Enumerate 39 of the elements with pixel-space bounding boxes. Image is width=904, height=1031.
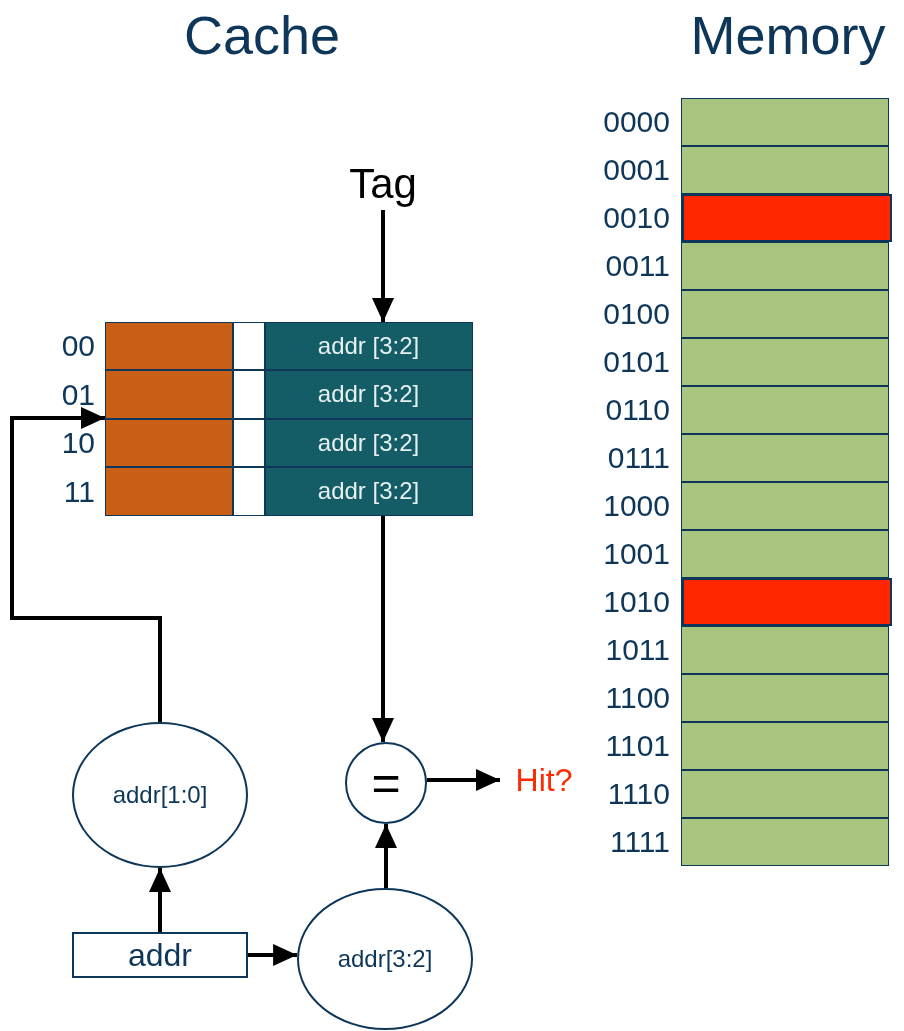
arrow [372,210,394,322]
memory-address: 0100 [603,299,670,329]
memory-address: 1001 [603,539,670,569]
arrow [10,407,162,722]
memory-address: 0011 [605,251,670,281]
hit-label: Hit? [500,758,588,802]
memory-address: 0101 [603,347,670,377]
memory-address: 1011 [605,635,670,665]
memory-address: 1100 [605,683,670,713]
tag-label: Tag [335,158,431,210]
arrow [248,944,298,966]
tag-ellipse: addr[3:2] [297,888,473,1030]
memory-address: 0000 [603,107,670,137]
cache-table [105,322,473,516]
memory-address: 1110 [607,779,670,809]
addr-box: addr [72,932,248,978]
memory-address: 1111 [609,827,670,857]
tag-cell: addr [3:2] [264,321,473,370]
memory-address: 1101 [605,731,670,761]
row-index: 01 [61,379,95,410]
memory-address: 1010 [603,587,670,617]
tag-cell: addr [3:2] [264,370,473,419]
arrow [149,868,171,932]
memory-address: 1000 [603,491,670,521]
tag-cell: addr [3:2] [264,418,473,467]
arrow [372,516,394,743]
memory-address: 0001 [603,155,670,185]
memory-address: 0110 [605,395,670,425]
memory-address: 0010 [603,203,670,233]
comparator-circle: = [345,742,427,824]
tag-cell: addr [3:2] [264,467,473,516]
index-ellipse: addr[1:0] [72,722,248,868]
row-index: 00 [61,331,95,361]
row-index: 10 [61,428,95,458]
arrow [375,824,397,888]
memory-address: 0111 [607,443,670,473]
arrow [426,769,500,791]
row-index: 11 [63,476,95,507]
section-title: Cache [183,8,341,62]
